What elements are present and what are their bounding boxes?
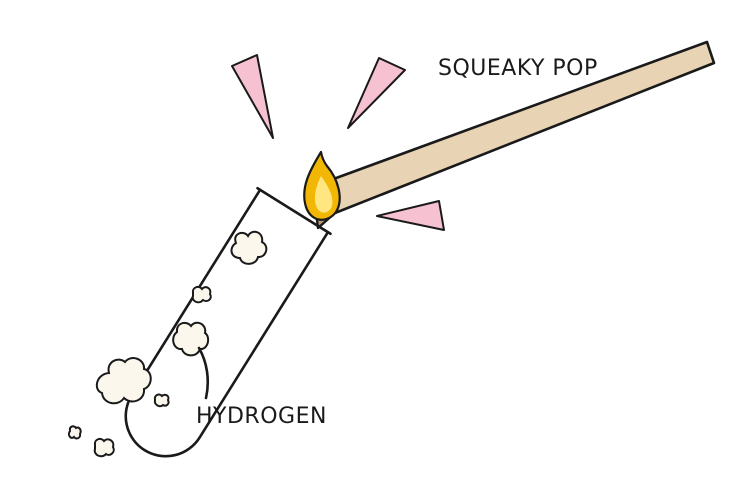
hydrogen-pointer-line xyxy=(197,346,210,400)
flame-icon xyxy=(303,150,341,221)
bubble xyxy=(67,425,82,440)
bubble xyxy=(172,321,210,357)
spark-marks xyxy=(231,54,445,231)
bubble xyxy=(93,437,115,458)
squeaky-pop-label: SQUEAKY POP xyxy=(438,56,598,81)
spark-right xyxy=(376,200,445,231)
bubble xyxy=(191,285,212,304)
spark-left xyxy=(231,54,274,139)
bubble xyxy=(95,357,152,405)
test-tube-rim xyxy=(256,186,332,236)
bubble xyxy=(153,393,170,408)
bubble xyxy=(230,230,268,265)
test-tube xyxy=(124,186,332,458)
test-tube-outline xyxy=(124,188,330,458)
hydrogen-label: HYDROGEN xyxy=(196,404,327,429)
hydrogen-bubbles xyxy=(67,230,268,458)
spark-middle xyxy=(347,57,406,129)
